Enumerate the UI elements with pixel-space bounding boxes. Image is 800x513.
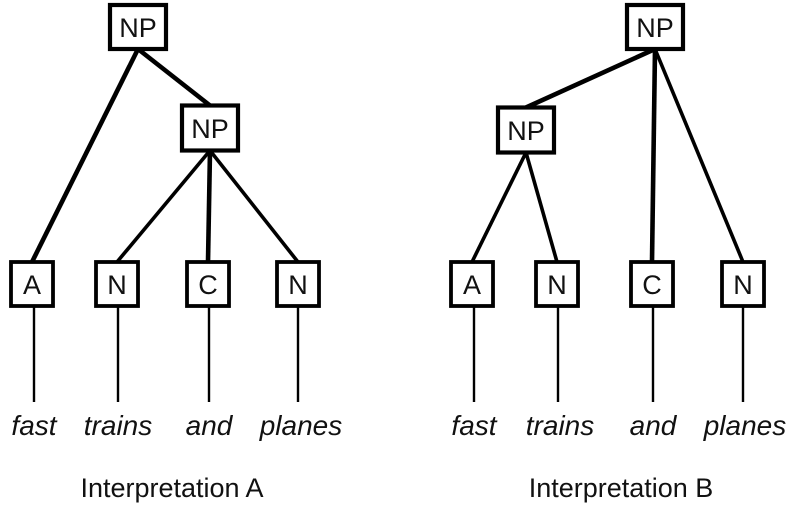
tree-edge-a-np-inner-to-a-pos-n1 [115,149,212,264]
node-box-b-np-inner [495,105,557,155]
tree-node-b-np-inner: NP [495,105,557,155]
leaf-word-b-word-planes: planes [703,410,787,441]
node-label-a-np-root: NP [119,13,157,43]
leaf-word-a-word-planes: planes [259,410,343,441]
node-box-a-pos-a [9,260,55,308]
node-label-a-np-inner: NP [191,114,229,144]
node-label-b-pos-n1: N [547,270,567,300]
node-label-b-pos-c: C [642,270,662,300]
tree-edge-b-np-root-to-b-np-inner [525,46,656,110]
edges-layer [29,46,745,264]
node-box-b-pos-a [449,260,495,308]
tree-edge-b-np-inner-to-b-pos-n1 [524,152,559,263]
tree-node-b-pos-n1: N [534,260,580,308]
node-box-b-pos-n1 [534,260,580,308]
leaf-word-a-word-trains: trains [84,410,152,441]
node-label-b-np-root: NP [636,13,674,43]
node-box-a-np-inner [179,103,241,153]
caption-interpretation-a: Interpretation A [80,473,263,503]
word-stems-layer [32,306,745,402]
tree-node-a-pos-c: C [185,260,231,308]
node-label-b-np-inner: NP [507,116,545,146]
words-layer: fast trains and planes fast trains and planes [11,410,786,441]
node-label-a-pos-c: C [198,270,218,300]
node-label-b-pos-a: A [463,270,481,300]
tree-node-a-pos-a: A [9,260,55,308]
leaf-word-b-word-fast: fast [451,410,497,441]
tree-edge-a-np-root-to-a-np-inner [136,47,212,108]
node-box-a-np-root [107,2,169,52]
tree-edge-b-np-root-to-b-pos-n2 [653,48,745,263]
leaf-word-b-word-and: and [630,410,678,441]
caption-interpretation-b: Interpretation B [529,473,714,503]
node-box-a-pos-c [185,260,231,308]
node-box-b-pos-n2 [720,260,766,308]
tree-edge-b-np-inner-to-b-pos-a [470,151,528,263]
tree-node-b-pos-c: C [629,260,675,308]
tree-node-a-np-root: NP [107,2,169,52]
node-box-a-pos-n1 [94,260,140,308]
tree-edge-a-np-inner-to-a-pos-c [205,150,213,263]
node-label-a-pos-a: A [23,270,41,300]
node-label-b-pos-n2: N [733,270,753,300]
leaf-word-a-word-fast: fast [11,410,57,441]
leaf-word-b-word-trains: trains [526,410,594,441]
tree-node-a-pos-n2: N [275,260,321,308]
tree-node-a-np-inner: NP [179,103,241,153]
tree-node-b-pos-n2: N [720,260,766,308]
tree-edge-a-np-root-to-a-pos-a [29,47,141,264]
captions-layer: Interpretation A Interpretation B [80,473,713,503]
node-box-a-pos-n2 [275,260,321,308]
leaf-word-a-word-and: and [186,410,234,441]
tree-node-b-pos-a: A [449,260,495,308]
nodes-layer: NP NP A N C N NP NP A N C N [9,2,766,308]
tree-edge-a-np-inner-to-a-pos-n2 [208,149,300,264]
node-box-b-pos-c [629,260,675,308]
tree-edge-b-np-root-to-b-pos-c [649,48,658,263]
node-label-a-pos-n1: N [107,270,127,300]
node-label-a-pos-n2: N [288,270,308,300]
tree-node-b-np-root: NP [624,2,686,52]
node-box-b-np-root [624,2,686,52]
tree-node-a-pos-n1: N [94,260,140,308]
